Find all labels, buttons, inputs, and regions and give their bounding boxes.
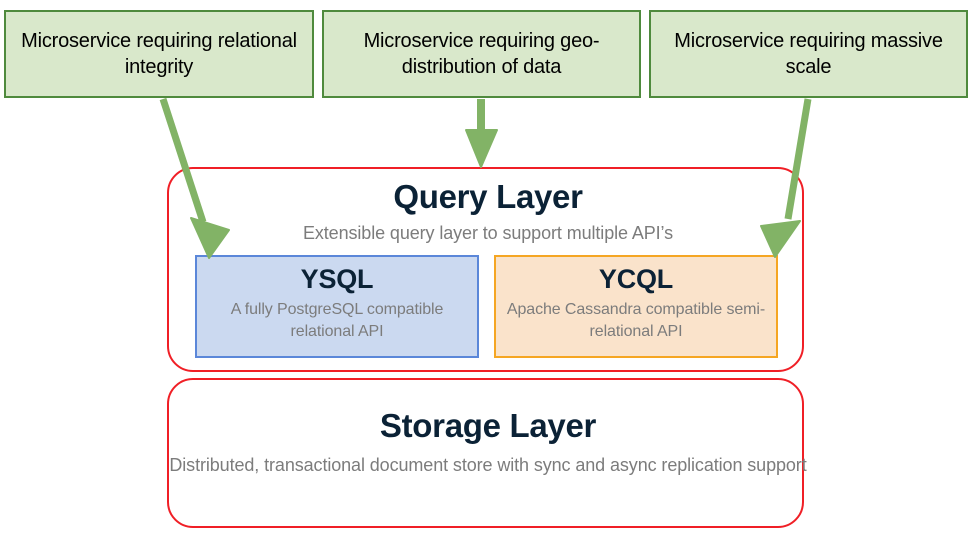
storage-layer-panel: [167, 378, 804, 528]
query-layer-title: Query Layer: [393, 178, 583, 215]
storage-layer-title: Storage Layer: [379, 407, 597, 444]
api-box-ysql: YSQL A fully PostgreSQL compatible relat…: [195, 255, 479, 358]
microservice-label: Microservice requiring relational integr…: [21, 30, 297, 78]
api-title-ycql: YCQL: [598, 264, 674, 294]
api-description-ysql: A fully PostgreSQL compatible relational…: [230, 300, 444, 341]
storage-layer-subtitle: Distributed, transactional document stor…: [169, 455, 807, 475]
api-description-ycql: Apache Cassandra compatible semi-relatio…: [506, 300, 766, 341]
api-title-ysql: YSQL: [300, 264, 374, 294]
query-layer-subtitle: Extensible query layer to support multip…: [302, 223, 674, 243]
microservice-box-relational-integrity: Microservice requiring relational integr…: [4, 10, 314, 98]
arrow-geo-to-query-layer-icon: [465, 99, 498, 168]
microservice-label: Microservice requiring massive scale: [674, 30, 943, 78]
microservice-box-geo-distribution: Microservice requiring geo-distribution …: [322, 10, 641, 98]
api-box-ycql: YCQL Apache Cassandra compatible semi-re…: [494, 255, 778, 358]
microservice-box-massive-scale: Microservice requiring massive scale: [649, 10, 968, 98]
query-layer-panel: [167, 167, 804, 372]
microservice-label: Microservice requiring geo-distribution …: [363, 30, 600, 78]
